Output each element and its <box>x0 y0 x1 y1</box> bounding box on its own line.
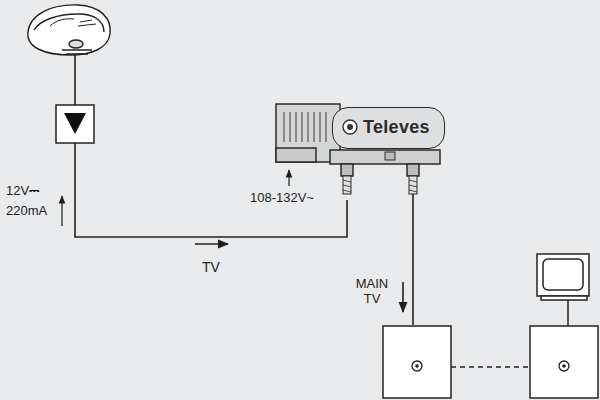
cable <box>451 366 530 368</box>
annotation-label: TV <box>202 260 220 275</box>
cooling-rib <box>289 112 290 142</box>
brand-name: Televes <box>363 117 432 137</box>
current-arrow <box>61 196 62 226</box>
cooling-rib <box>295 112 296 142</box>
cable <box>74 55 76 105</box>
antenna <box>28 5 110 55</box>
cooling-rib <box>301 112 302 142</box>
signal-arrow <box>195 243 228 245</box>
mains-arrow <box>288 170 289 186</box>
annotation-label: 220mA <box>6 203 47 218</box>
cooling-rib <box>313 112 314 142</box>
cooling-rib <box>283 112 284 142</box>
cooling-rib <box>325 112 326 142</box>
cooling-rib <box>319 112 320 142</box>
cable <box>412 194 414 325</box>
signal-arrow <box>402 282 404 312</box>
wall-outlet <box>530 326 598 398</box>
brand-panel: Televes <box>332 107 445 149</box>
annotation-label: 108-132V~ <box>250 190 314 205</box>
wall-outlet <box>383 326 451 398</box>
tv-set <box>537 254 589 326</box>
cooling-rib <box>307 112 308 142</box>
annotation-label: MAIN TV <box>350 276 394 306</box>
cable <box>75 143 347 237</box>
annotation-label: 12V⎓ <box>6 183 39 198</box>
brand-logo <box>341 118 359 136</box>
power-inserter <box>56 105 94 143</box>
